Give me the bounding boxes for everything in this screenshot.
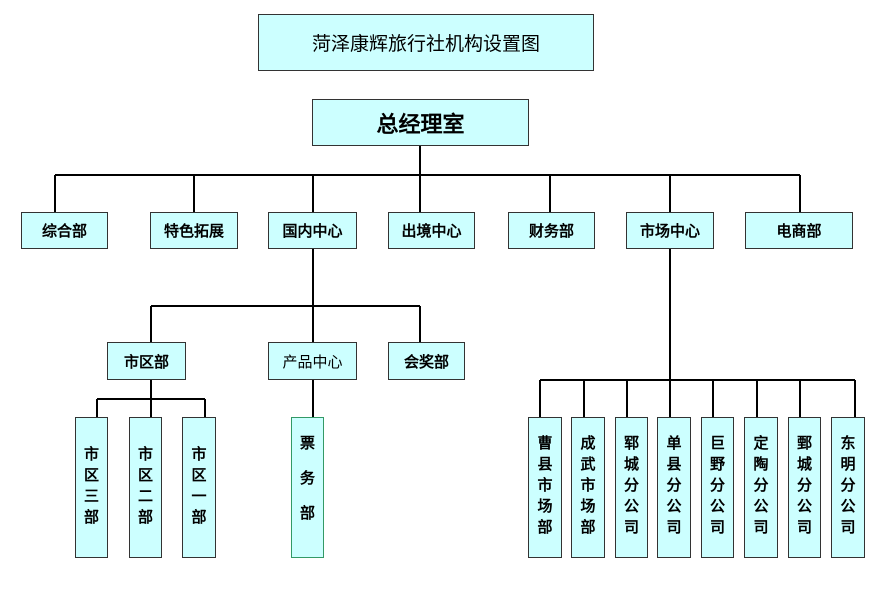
chart-title: 菏泽康辉旅行社机构设置图 [258,14,594,71]
unit-urban-department: 市区部 [107,342,186,380]
ticketing-department: 票务部 [291,417,324,558]
unit-product-center: 产品中心 [268,342,357,380]
dept-ecommerce: 电商部 [745,212,853,249]
dept-domestic-center: 国内中心 [268,212,357,249]
branch-chengwu: 成武市场部 [571,417,605,558]
branch-shanxian: 单县分公司 [657,417,691,558]
branch-juancheng: 鄄城分公司 [788,417,821,558]
dept-market-center: 市场中心 [626,212,714,249]
branch-dongming: 东明分公司 [831,417,865,558]
urban-office-3: 市区三部 [75,417,108,558]
general-manager-box: 总经理室 [312,99,529,146]
branch-dingtao: 定陶分公司 [744,417,778,558]
unit-convention-incentive: 会奖部 [388,342,465,380]
branch-juye: 巨野分公司 [701,417,734,558]
urban-office-2: 市区二部 [129,417,162,558]
dept-finance: 财务部 [508,212,595,249]
dept-outbound-center: 出境中心 [388,212,475,249]
branch-caoxian: 曹县市场部 [528,417,562,558]
dept-general-affairs: 综合部 [21,212,108,249]
urban-office-1: 市区一部 [182,417,216,558]
dept-special-expansion: 特色拓展 [150,212,238,249]
branch-yuncheng: 郓城分公司 [615,417,648,558]
